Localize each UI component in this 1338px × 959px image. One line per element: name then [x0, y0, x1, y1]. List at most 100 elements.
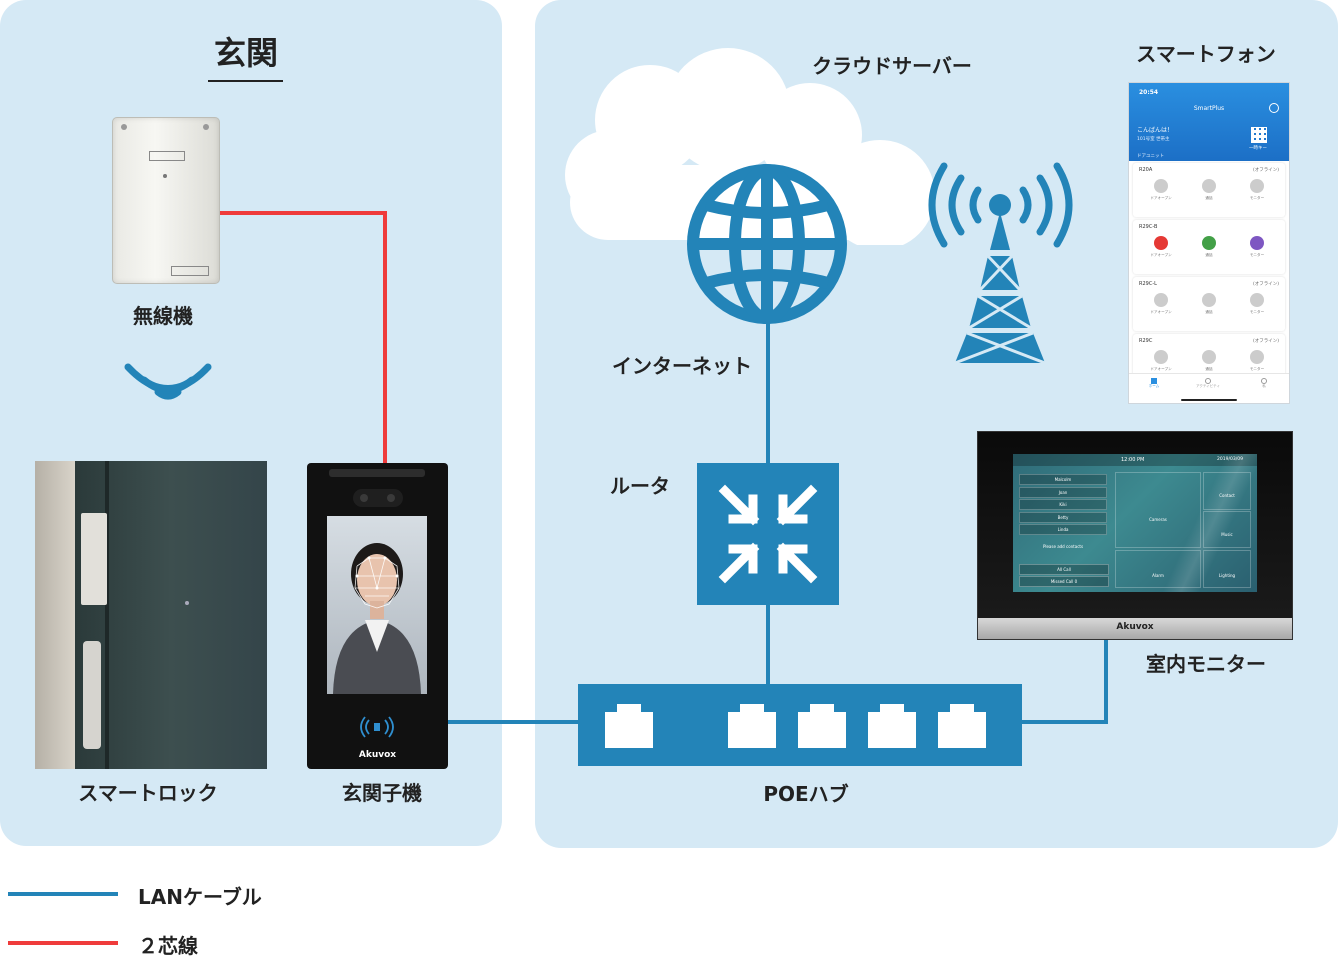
- phone-action-button[interactable]: モニター: [1237, 350, 1277, 372]
- phone-action-button[interactable]: ドアオープン: [1141, 179, 1181, 201]
- label-smartphone: スマートフォン: [1136, 42, 1276, 66]
- wireless-unit-device: [112, 117, 220, 284]
- face-recognition-image: [333, 543, 421, 694]
- person-icon: [1261, 378, 1267, 384]
- phone-menu-icon[interactable]: [1269, 103, 1279, 113]
- monitor-icon: [1250, 236, 1264, 250]
- phone-action-button[interactable]: 通話: [1189, 350, 1229, 372]
- phone-action-label: ドアオープン: [1150, 310, 1172, 314]
- phone-action-label: ドアオープン: [1150, 196, 1172, 200]
- label-indoor-monitor: 室内モニター: [1146, 652, 1266, 676]
- entrance-unit-device: Akuvox: [307, 463, 448, 769]
- qr-icon[interactable]: [1251, 127, 1267, 143]
- label-smart-lock: スマートロック: [78, 781, 218, 805]
- phone-device-card[interactable]: R20A (オフライン) ドアオープン 通話 モニター: [1133, 163, 1285, 217]
- phone-action-button[interactable]: 通話: [1189, 236, 1229, 258]
- phone-greeting: こんばんは！: [1137, 127, 1174, 134]
- monitor-contact-row[interactable]: Linda: [1019, 524, 1107, 535]
- phone-action-button[interactable]: ドアオープン: [1141, 350, 1181, 372]
- phone-section: ドアユニット: [1137, 154, 1164, 159]
- two-wire-line: [218, 211, 387, 465]
- router-device: [697, 463, 839, 605]
- phone-action-label: ドアオープン: [1150, 253, 1172, 257]
- label-internet: インターネット: [612, 354, 752, 378]
- phone-action-button[interactable]: モニター: [1237, 179, 1277, 201]
- phone-action-label: 通話: [1205, 253, 1213, 257]
- phone-device-card[interactable]: R29C-L (オフライン) ドアオープン 通話モニター: [1133, 277, 1285, 331]
- tab-me[interactable]: 私: [1253, 378, 1275, 389]
- all-call-button[interactable]: All Call: [1019, 564, 1109, 575]
- nfc-icon: [360, 716, 394, 738]
- wireless-signal-icon: [124, 363, 212, 400]
- monitor-date: 2019/03/09: [1217, 457, 1243, 462]
- monitor-icon: [1250, 350, 1264, 364]
- phone-action-label: ドアオープン: [1150, 367, 1172, 371]
- monitor-brand: Akuvox: [1116, 622, 1154, 632]
- indoor-monitor-device: 12:00 PM 2019/03/09 MalcolmJoanKikiBetty…: [977, 431, 1293, 640]
- tile-lighting[interactable]: Lighting: [1203, 550, 1251, 588]
- door-open-icon: [1154, 236, 1168, 250]
- tile-music[interactable]: Music: [1203, 511, 1251, 548]
- door-open-icon: [1154, 350, 1168, 364]
- phone-action-label: モニター: [1249, 196, 1265, 200]
- legend-label-lan: LANケーブル: [138, 885, 262, 909]
- monitor-time: 12:00 PM: [1121, 457, 1145, 463]
- monitor-contact-row[interactable]: Betty: [1019, 511, 1107, 523]
- monitor-icon: [1250, 293, 1264, 307]
- phone-device-name: R29C-L: [1139, 281, 1157, 287]
- tile-contact[interactable]: Contact: [1203, 472, 1251, 510]
- tile-cameras[interactable]: Cameras: [1115, 472, 1201, 548]
- tab-activity[interactable]: アクティビティ: [1191, 378, 1225, 389]
- globe-icon: [687, 164, 847, 324]
- phone-tab-bar: ホーム アクティビティ 私: [1129, 373, 1289, 403]
- label-cloud-server: クラウドサーバー: [812, 54, 972, 78]
- monitor-contact-row[interactable]: Joan: [1019, 486, 1107, 498]
- missed-call-button[interactable]: Missed Call 0: [1019, 576, 1109, 587]
- monitor-contact-row[interactable]: Malcolm: [1019, 474, 1107, 485]
- phone-action-button[interactable]: 通話: [1189, 179, 1229, 201]
- monitor-screen: 12:00 PM 2019/03/09 MalcolmJoanKikiBetty…: [1013, 454, 1257, 592]
- legend-swatch-two-wire: [8, 941, 118, 945]
- entrance-unit-brand: Akuvox: [358, 750, 397, 760]
- smart-lock-unit: [81, 513, 107, 605]
- monitor-prompt: Please add contacts: [1042, 544, 1084, 549]
- antenna-tower-icon: [928, 162, 1073, 365]
- phone-device-status: (オフライン): [1252, 339, 1279, 344]
- monitor-contact-row[interactable]: Kiki: [1019, 499, 1107, 510]
- legend-swatch-lan: [8, 892, 118, 896]
- label-wireless: 無線機: [133, 304, 193, 328]
- phone-header: [1129, 83, 1289, 161]
- door-open-icon: [1154, 293, 1168, 307]
- monitor-bezel: [978, 618, 1292, 639]
- title-underline: [208, 80, 283, 82]
- entrance-unit-screen: [327, 516, 427, 694]
- phone-device-status: (オフライン): [1252, 168, 1279, 173]
- phone-device-name: R20A: [1139, 167, 1153, 173]
- phone-action-button[interactable]: ドアオープン: [1141, 293, 1181, 315]
- phone-action-button[interactable]: ドアオープン: [1141, 236, 1181, 258]
- smartphone-device: 20:54 SmartPlus こんばんは！ 101号室 世帯主 一時キー ドア…: [1128, 82, 1290, 404]
- monitor-icon: [1250, 179, 1264, 193]
- tile-alarm[interactable]: Alarm: [1115, 550, 1201, 588]
- phone-action-label: 通話: [1205, 196, 1213, 200]
- phone-time: 20:54: [1139, 89, 1159, 96]
- phone-action-button[interactable]: 通話: [1189, 293, 1229, 315]
- phone-action-label: モニター: [1249, 253, 1265, 257]
- phone-subtitle: 101号室 世帯主: [1137, 137, 1170, 142]
- call-icon: [1202, 350, 1216, 364]
- phone-action-button[interactable]: モニター: [1237, 236, 1277, 258]
- door-open-icon: [1154, 179, 1168, 193]
- router-arrows-icon: [718, 484, 818, 584]
- phone-action-button[interactable]: モニター: [1237, 293, 1277, 315]
- phone-device-status: (オフライン): [1252, 282, 1279, 287]
- phone-device-name: R29C: [1139, 338, 1153, 344]
- tab-home[interactable]: ホーム: [1143, 378, 1165, 389]
- phone-action-label: モニター: [1249, 367, 1265, 371]
- clock-icon: [1205, 378, 1211, 384]
- door-handle: [83, 641, 101, 749]
- call-icon: [1202, 293, 1216, 307]
- legend: LANケーブル ２芯線: [0, 870, 400, 958]
